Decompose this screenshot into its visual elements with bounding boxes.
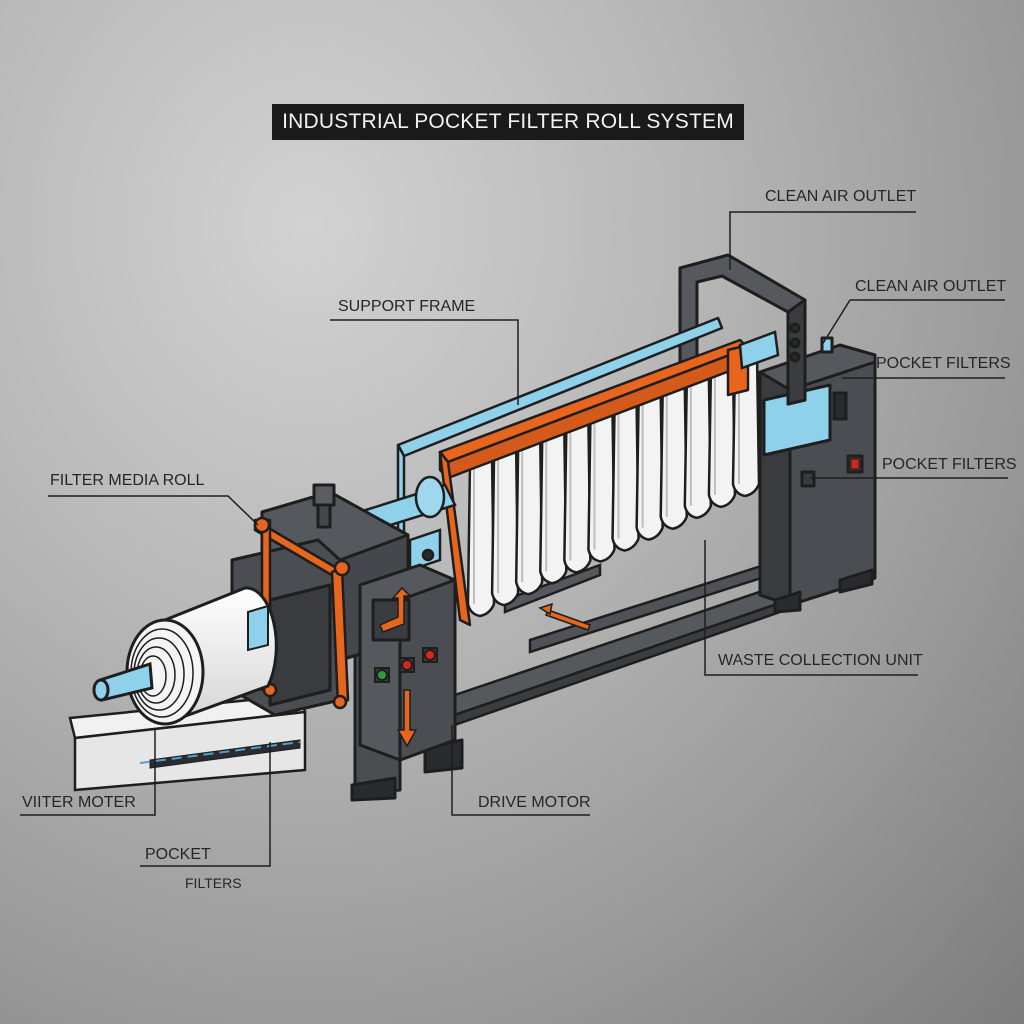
flow-arrow-icons bbox=[379, 586, 591, 748]
leader-lines bbox=[20, 211, 1008, 867]
pocket-filter bbox=[635, 388, 664, 541]
page-title: INDUSTRIAL POCKET FILTER ROLL SYSTEM bbox=[272, 104, 744, 140]
pocket-filter bbox=[563, 415, 592, 574]
right-housing bbox=[758, 336, 877, 614]
label-waste-collection-unit: WASTE COLLECTION UNIT bbox=[718, 652, 923, 669]
base-rails bbox=[438, 558, 782, 732]
label-viter-moter: VIITER MOTER bbox=[22, 794, 136, 811]
label-clean-air-outlet-2: CLEAN AIR OUTLET bbox=[855, 278, 1007, 295]
pocket-filter bbox=[587, 406, 616, 563]
label-filters: FILTERS bbox=[185, 875, 242, 891]
filter-media-roll bbox=[92, 586, 278, 726]
label-support-frame: SUPPORT FRAME bbox=[338, 298, 476, 315]
pocket-filter bbox=[659, 379, 688, 531]
label-clean-air-outlet-1: CLEAN AIR OUTLET bbox=[765, 188, 917, 205]
label-pocket: POCKET bbox=[145, 846, 211, 863]
pocket-filter bbox=[490, 443, 520, 607]
pocket-filter bbox=[466, 452, 496, 618]
label-filter-media-roll: FILTER MEDIA ROLL bbox=[50, 472, 205, 489]
pocket-filter bbox=[683, 370, 713, 520]
label-pocket-filters-2: POCKET FILTERS bbox=[882, 456, 1017, 473]
pocket-filter-array bbox=[466, 352, 761, 618]
pocket-filter bbox=[514, 434, 544, 596]
control-panel-buttons bbox=[374, 647, 438, 683]
label-pocket-filters-1: POCKET FILTERS bbox=[876, 355, 1011, 372]
label-drive-motor: DRIVE MOTOR bbox=[478, 794, 591, 811]
pocket-filter bbox=[611, 397, 640, 552]
pocket-filter bbox=[539, 424, 568, 585]
